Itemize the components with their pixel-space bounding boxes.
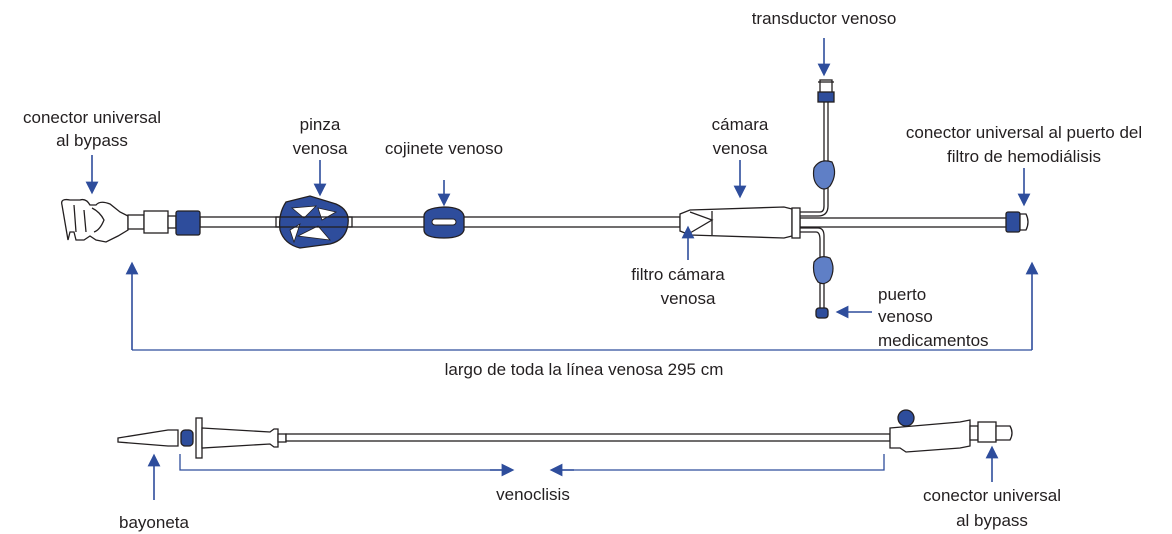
label-port-3: medicamentos <box>878 331 989 350</box>
label-chamber-filter-2: venosa <box>661 289 716 308</box>
bypass-connector-top <box>61 198 145 243</box>
label-bypass-top-1: conector universal <box>23 108 161 127</box>
infusion-tube <box>285 433 891 442</box>
label-infusion: venoclisis <box>496 485 570 504</box>
top-venous-line <box>61 79 1029 319</box>
label-bypass-bottom-2: al bypass <box>956 511 1028 530</box>
label-pillow: cojinete venoso <box>385 139 503 158</box>
short-tube <box>167 215 177 229</box>
length-bracket <box>125 261 1039 351</box>
label-clamp-1: pinza <box>300 115 341 134</box>
label-bypass-bottom-1: conector universal <box>923 486 1061 505</box>
top-arrows <box>85 38 1031 319</box>
venous-clamp <box>275 195 353 249</box>
bayonet-blue-ring <box>180 429 194 447</box>
venous-pillow <box>423 206 465 239</box>
label-clamp-2: venosa <box>293 139 348 158</box>
luer-segment <box>143 210 169 234</box>
infusion-line <box>117 409 1013 459</box>
label-total-length: largo de toda la línea venosa 295 cm <box>445 360 724 379</box>
label-port-2: venoso <box>878 307 933 326</box>
filter-connector <box>1005 211 1029 233</box>
medication-branch <box>800 227 834 319</box>
post-chamber-tube <box>799 217 1011 228</box>
venous-chamber <box>679 206 801 239</box>
label-chamber-filter-1: filtro cámara <box>631 265 725 284</box>
label-bypass-top-2: al bypass <box>56 131 128 150</box>
label-filter-connector-1: conector universal al puerto del <box>906 123 1142 142</box>
label-filter-connector-2: filtro de hemodiálisis <box>947 147 1101 166</box>
bottom-arrows <box>147 445 999 500</box>
injection-site <box>897 409 915 427</box>
label-chamber-2: venosa <box>713 139 768 158</box>
label-chamber-1: cámara <box>712 115 769 134</box>
label-port-1: puerto <box>878 285 926 304</box>
blue-hub <box>175 210 201 236</box>
label-bayonet: bayoneta <box>119 513 189 532</box>
label-transducer: transductor venoso <box>752 9 897 28</box>
transducer-branch <box>800 79 836 217</box>
